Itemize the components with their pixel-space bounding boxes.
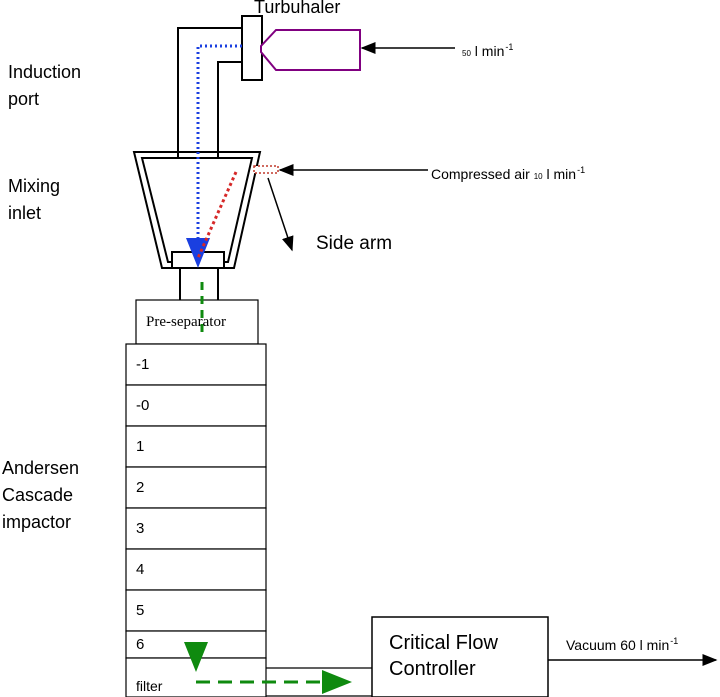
flow-in-exp: -1 [505,42,514,52]
stage-box-6 [125,630,267,659]
vacuum-label: Vacuum 60 l min-1 [566,632,678,654]
preseparator-box [135,299,259,345]
side-arm-arrow [267,177,294,252]
andersen-label-line1: Andersen [2,458,80,478]
stage-label-3: 3 [136,520,145,537]
stage-box-4 [125,548,267,591]
stage-box-3 [125,507,267,550]
controller-label-line1: Critical Flow [389,632,498,654]
vacuum-exp: -1 [670,636,679,646]
turbuhaler-label: Turbuhaler [254,0,341,17]
compressed-air-unit: l min [546,166,577,182]
preseparator-label: Pre-separator [146,314,226,330]
induction-port [177,27,244,158]
side-arm-label: Side arm [316,233,393,254]
andersen-label-line3: impactor [2,512,72,532]
stage-label-m1: -1 [136,356,150,373]
andersen-label-line2: Cascade [2,485,74,505]
flow-in-label: 50 l min-1 [462,38,513,63]
induction-label-line2: port [8,89,40,109]
turbuhaler-body [260,29,361,71]
stage-label-5: 5 [136,602,145,619]
stage-box-2 [125,466,267,509]
compressed-air-text: Compressed air [431,166,530,182]
stage-label-2: 2 [136,479,145,496]
compressed-air-label: Compressed air 10 l min-1 [431,161,585,186]
stage-label-6: 6 [136,636,145,653]
induction-label-line1: Induction [8,62,82,82]
stage-label-m0: -0 [136,397,150,414]
stage-box-filter [125,657,267,697]
impactor-stack [125,343,267,697]
controller-label-line2: Controller [389,658,476,680]
mixing-label-line1: Mixing [8,176,61,196]
stage-box-m1 [125,343,267,386]
compressed-air-nozzle [253,165,279,174]
compressed-air-exp: -1 [577,165,586,175]
stage-box-5 [125,589,267,632]
red-flow-path [196,171,238,259]
mixing-inlet [132,151,262,269]
flow-in-value: 50 [462,49,471,58]
flow-in-unit: l min [474,43,505,59]
controller-box [371,616,549,697]
stage-label-1: 1 [136,438,145,455]
vacuum-text: Vacuum 60 l min [566,637,670,653]
stage-label-filter: filter [136,678,163,694]
stage-box-1 [125,425,267,468]
turbuhaler-adapter [241,15,263,81]
stage-label-4: 4 [136,561,145,578]
compressed-air-value: 10 [533,172,543,181]
mixing-label-line2: inlet [8,203,42,223]
